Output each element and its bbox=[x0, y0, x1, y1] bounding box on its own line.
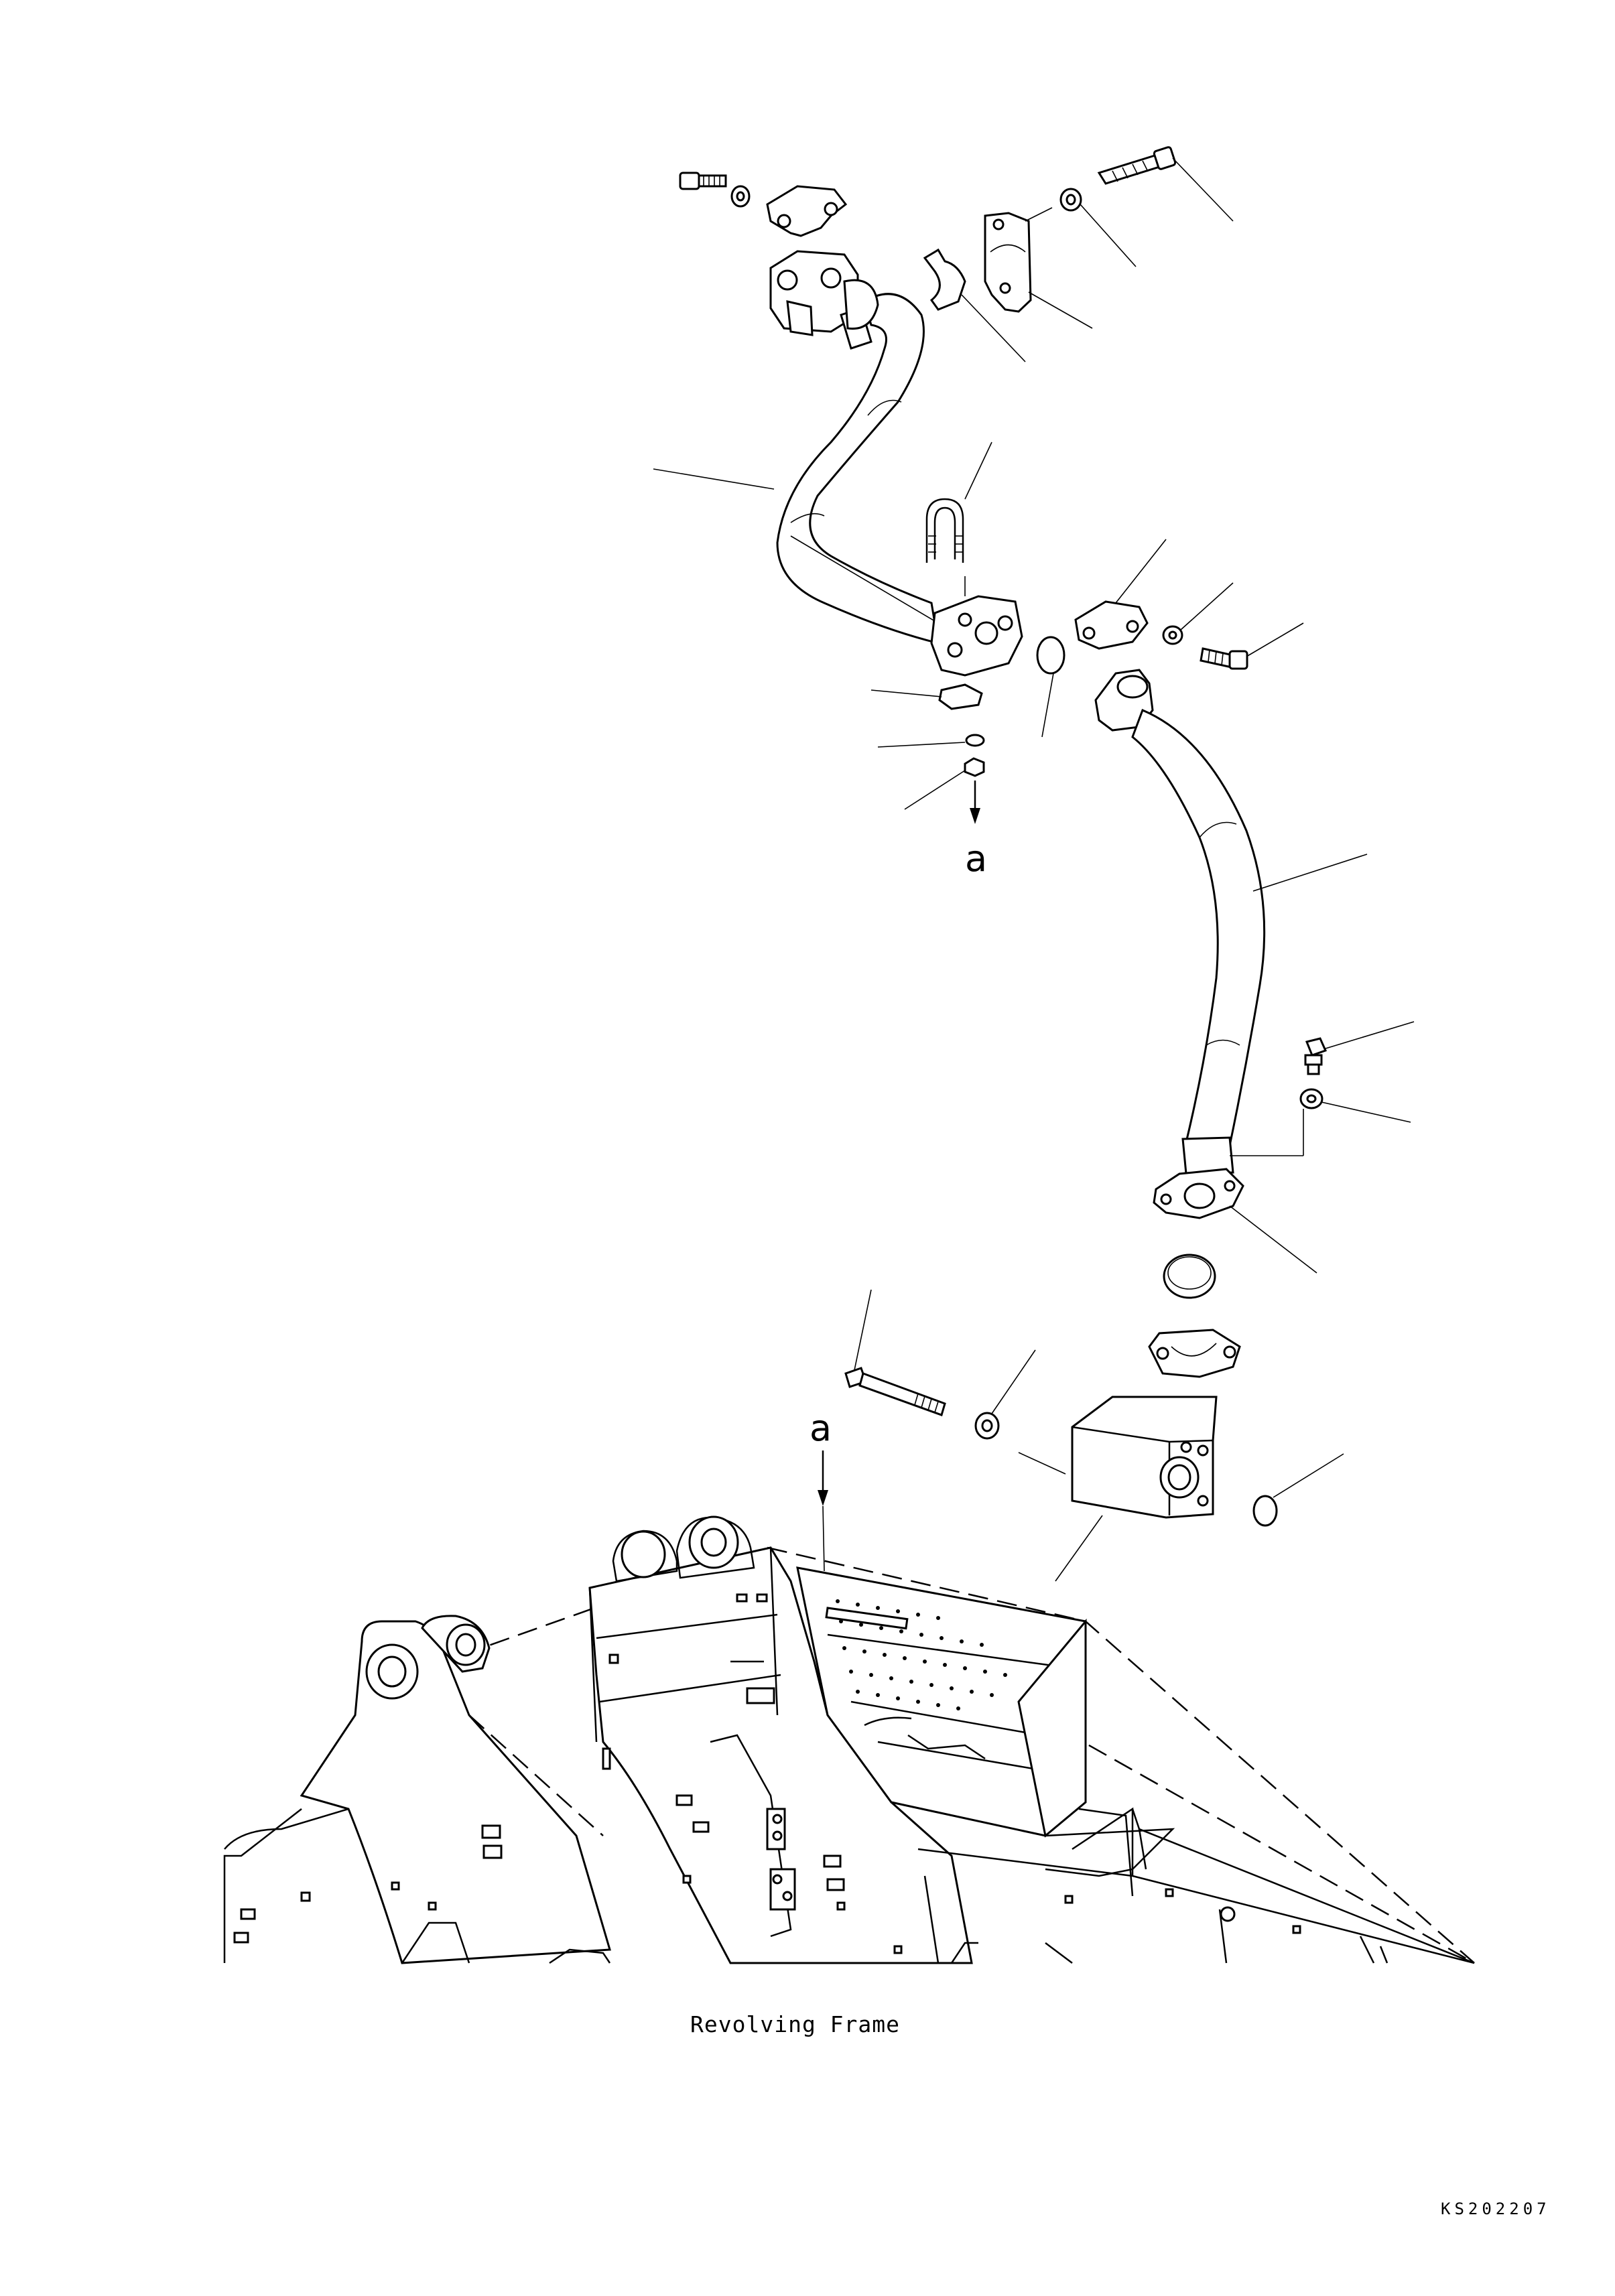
lock-washer bbox=[965, 734, 985, 747]
long-bolt-bottom bbox=[844, 1289, 946, 1416]
long-bolt-top-right bbox=[1097, 146, 1234, 222]
u-bolt bbox=[925, 442, 992, 596]
split-flange-bottom bbox=[1148, 1329, 1241, 1378]
upper-flange-block bbox=[769, 250, 879, 350]
frame-right-rails bbox=[917, 1618, 1475, 1964]
bleeder-fitting bbox=[1304, 1021, 1415, 1075]
upper-hose-end-flange bbox=[930, 595, 1023, 677]
lower-hose-end-flange bbox=[1153, 1136, 1317, 1274]
valve-block bbox=[1018, 1396, 1218, 1582]
diagram-caption: Revolving Frame bbox=[690, 2011, 901, 2037]
upper-hose-assembly: a bbox=[653, 146, 1234, 880]
frame-right-boom-foot bbox=[588, 1515, 978, 1964]
o-ring-small bbox=[1252, 1495, 1278, 1527]
lower-hose-assembly bbox=[1074, 539, 1415, 1274]
reference-letter-a-upper: a bbox=[965, 837, 987, 880]
o-ring-large bbox=[1163, 1254, 1216, 1299]
lock-plate bbox=[938, 683, 983, 710]
revolving-frame bbox=[223, 1515, 1475, 1964]
bolt-right bbox=[1200, 622, 1304, 670]
nut bbox=[964, 757, 985, 777]
o-ring-center bbox=[1036, 636, 1065, 675]
bolt-top-left bbox=[679, 172, 727, 190]
reference-letter-a-lower: a bbox=[810, 1407, 832, 1449]
frame-left-boom-foot bbox=[300, 1615, 611, 1964]
clamp-half bbox=[923, 248, 966, 311]
frame-left-deck bbox=[223, 1808, 611, 1964]
drawing-code: KS202207 bbox=[1441, 2200, 1551, 2218]
split-flange-standing bbox=[984, 212, 1032, 313]
perforated-plate bbox=[836, 1599, 1007, 1710]
lower-hose bbox=[1131, 709, 1266, 1147]
